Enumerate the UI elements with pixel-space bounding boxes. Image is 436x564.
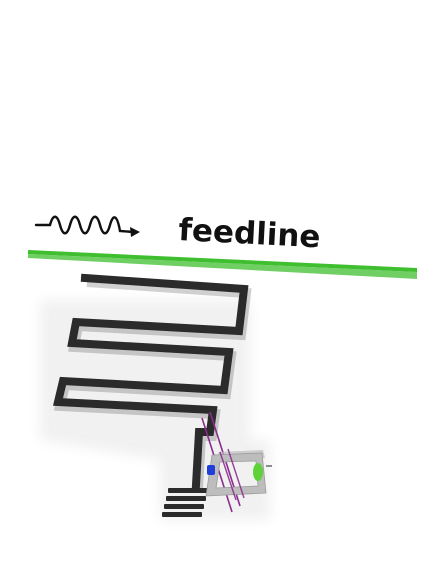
flux-bias-overlay bbox=[219, 448, 245, 501]
resonator-ground-stack bbox=[162, 488, 208, 517]
josephson-junction-green bbox=[253, 463, 263, 481]
meander-resonator bbox=[52, 273, 252, 517]
microwave-wave-arrow-icon bbox=[34, 215, 140, 237]
josephson-junction-blue bbox=[207, 465, 215, 475]
feedline-label: feedline bbox=[178, 212, 322, 255]
feedline bbox=[28, 250, 417, 279]
